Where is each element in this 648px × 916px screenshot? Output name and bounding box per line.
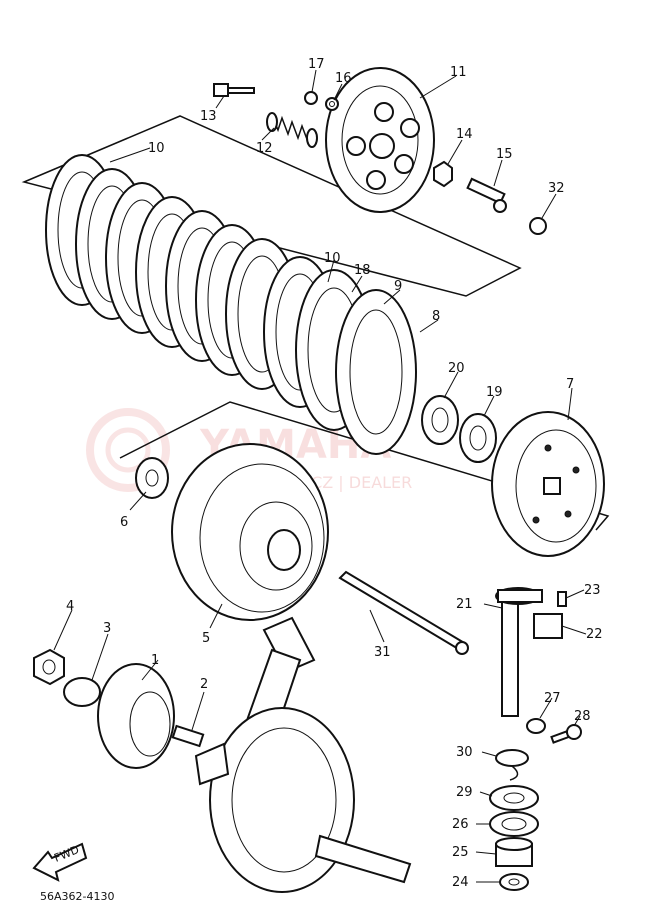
callout-28: 28: [574, 709, 591, 724]
callout-23: 23: [584, 583, 601, 598]
callout-19: 19: [486, 385, 503, 400]
callout-31: 31: [374, 645, 391, 660]
callout-32: 32: [548, 181, 565, 196]
washer-16: [325, 97, 339, 111]
callout-26: 26: [452, 817, 469, 832]
push-rod-15: [466, 177, 507, 213]
ball-32: [529, 217, 547, 235]
nut-17: [304, 91, 318, 105]
bolt-13: [213, 83, 255, 97]
clutch-hub-group-outline: [119, 401, 610, 531]
oil-seal-26: [489, 811, 539, 837]
callout-14: 14: [456, 127, 473, 142]
callout-4: 4: [66, 599, 74, 614]
washer-27: [526, 718, 546, 734]
callout-22: 22: [586, 627, 603, 642]
callout-6: 6: [120, 515, 128, 530]
callout-8: 8: [432, 309, 440, 324]
key-2: [171, 724, 205, 748]
clutch-housing-5: [171, 443, 329, 621]
callout-3: 3: [103, 621, 111, 636]
crankshaft: [194, 616, 412, 893]
callout-29: 29: [456, 785, 473, 800]
callout-10-lower: 10: [324, 251, 341, 266]
callout-7: 7: [566, 377, 574, 392]
callout-21: 21: [456, 597, 473, 612]
push-lever-shaft-21: [495, 587, 543, 717]
callout-9: 9: [394, 279, 402, 294]
callout-30: 30: [456, 745, 473, 760]
nut-14: [433, 160, 453, 188]
spring-12: [266, 112, 318, 148]
lever-22: [533, 613, 563, 639]
fwd-direction-arrow: FWD: [32, 842, 88, 882]
primary-drive-gear-1: [97, 663, 175, 769]
thrust-washer-20: [421, 395, 459, 445]
callout-13: 13: [200, 109, 217, 124]
callout-15: 15: [496, 147, 513, 162]
bush-29: [489, 785, 539, 811]
clutch-plate-stack: [45, 154, 417, 455]
callout-27: 27: [544, 691, 561, 706]
clutch-plate-group-outline: [21, 115, 522, 297]
callout-24: 24: [452, 875, 469, 890]
callout-11: 11: [450, 65, 467, 80]
pressure-plate: [325, 67, 435, 213]
collar-24: [499, 873, 529, 891]
screw-28: [550, 724, 582, 744]
callout-16: 16: [335, 71, 352, 86]
spring-30: [495, 749, 529, 781]
drawing-code: 56A362-4130: [40, 890, 114, 903]
callout-18: 18: [354, 263, 371, 278]
callout-1: 1: [151, 653, 159, 668]
leader-lines: [53, 69, 587, 883]
callout-20: 20: [448, 361, 465, 376]
thrust-plate-6: [135, 457, 169, 499]
callout-12: 12: [256, 141, 273, 156]
nut-4: [33, 648, 65, 686]
callout-2: 2: [200, 677, 208, 692]
callout-25: 25: [452, 845, 469, 860]
clutch-boss-7: [491, 411, 605, 557]
callout-5: 5: [202, 631, 210, 646]
pin-23: [557, 591, 567, 607]
lock-washer-3: [63, 677, 101, 707]
callout-10-upper: 10: [148, 141, 165, 156]
push-rod-31: [338, 570, 469, 655]
bearing-25: [495, 837, 533, 867]
lock-washer-19: [459, 413, 497, 463]
callout-labels: 1 2 3 4 5 6 7 8 9 10 10 11 12 13 14 15 1…: [66, 57, 603, 890]
callout-17: 17: [308, 57, 325, 72]
